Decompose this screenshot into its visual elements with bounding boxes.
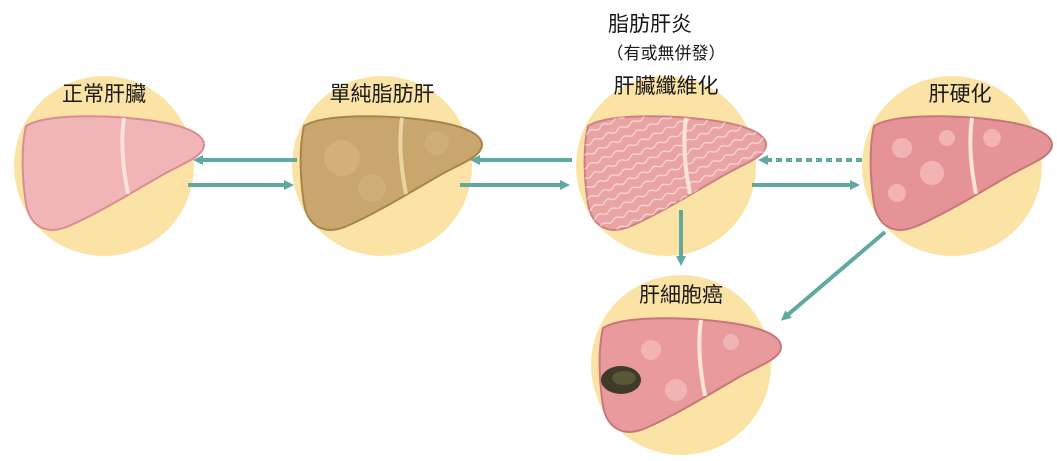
arrow-cirrhosis-to-cancer: [784, 232, 885, 318]
nash-label-line3: 肝臟纖維化: [614, 76, 719, 97]
nash-label-line1: 脂肪肝炎: [608, 14, 692, 35]
fatty-liver-label: 單純脂肪肝: [330, 84, 435, 105]
cirrhosis-label: 肝硬化: [929, 84, 992, 105]
normal-liver-label: 正常肝臟: [62, 84, 146, 105]
cancer-label: 肝細胞癌: [639, 285, 723, 306]
nash-label-line2: （有或無併發）: [607, 46, 726, 63]
